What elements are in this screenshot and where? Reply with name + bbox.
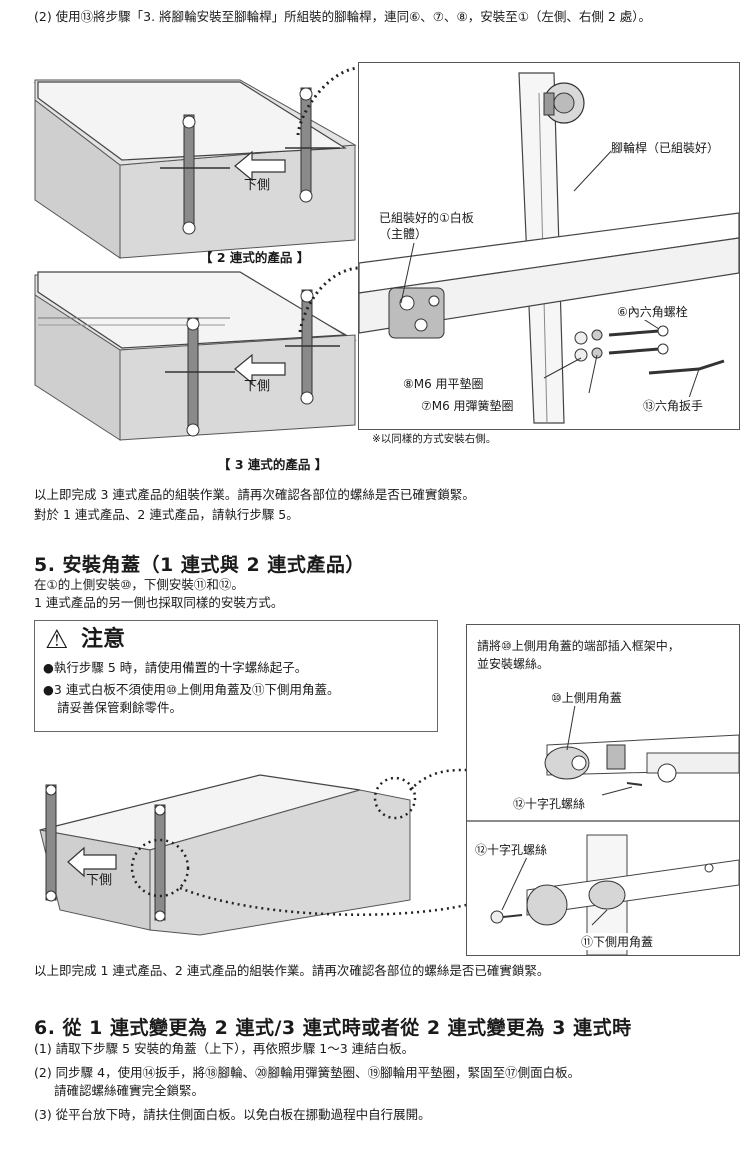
step4-done-line2: 對於 1 連式產品、2 連式產品，請執行步驟 5。: [34, 507, 299, 522]
caption-two-unit: 【 2 連式的產品 】: [200, 250, 310, 265]
caution-item-2-cont: 請妥善保管剩餘零件。: [57, 700, 183, 715]
step5-line2: 1 連式產品的另一側也採取同樣的安裝方式。: [34, 595, 284, 610]
step6-heading: 6. 從 1 連式變更為 2 連式/3 連式時或者從 2 連式變更為 3 連式時: [34, 1017, 632, 1039]
warning-icon: ⚠: [45, 625, 69, 655]
label-whiteboard-main: （主體）: [379, 225, 428, 242]
step5-heading: 5. 安裝角蓋（1 連式與 2 連式產品）: [34, 554, 365, 576]
side-label-step5: 下側: [86, 873, 113, 888]
label-phillips-screw-bottom: ⑫十字孔螺絲: [475, 841, 548, 858]
corner-cap-detail-drawing: [467, 704, 739, 955]
label-caster-bar: 腳輪桿（已組裝好）: [611, 139, 720, 156]
label-hex-bolt: ⑥內六角螺栓: [617, 303, 688, 320]
label-upper-corner-cap: ⑩上側用角蓋: [551, 689, 622, 706]
label-lower-corner-cap: ⑪下側用角蓋: [581, 933, 654, 950]
three-unit-illustration: [34, 266, 359, 441]
caution-item-1: ●執行步驟 5 時，請使用備置的十字螺絲起子。: [43, 660, 308, 675]
note-right-side: ※以同樣的方式安裝右側。: [372, 433, 497, 445]
label-whiteboard: 已組裝好的①白板: [379, 209, 474, 226]
step6-item1: (1) 請取下步驟 5 安裝的角蓋（上下），再依照步驟 1～3 連結白板。: [34, 1041, 415, 1056]
caster-detail-drawing: [359, 72, 739, 424]
step4-done-line1: 以上即完成 3 連式產品的組裝作業。請再次確認各部位的螺絲是否已確實鎖緊。: [34, 487, 475, 502]
step4-intro: (2) 使用⑬將步驟「3. 將腳輪安裝至腳輪桿」所組裝的腳輪桿，連同⑥、⑦、⑧，…: [34, 9, 652, 24]
label-spring-washer: ⑦M6 用彈簧墊圈: [421, 397, 514, 414]
caution-box: ⚠ 注意 ●執行步驟 5 時，請使用備置的十字螺絲起子。 ●3 連式白板不須使用…: [34, 620, 438, 732]
caution-title: 注意: [81, 627, 126, 652]
side-label-three-unit: 下側: [244, 379, 271, 394]
side-label-two-unit: 下側: [244, 178, 271, 193]
cap-instruction-1: 請將⑩上側用角蓋的端部插入框架中，: [477, 639, 680, 653]
label-flat-washer: ⑧M6 用平墊圈: [403, 375, 484, 392]
label-hex-wrench: ⑬六角扳手: [643, 397, 704, 414]
corner-cap-detail-box: 請將⑩上側用角蓋的端部插入框架中， 並安裝螺絲。 ⑩上側用角蓋 ⑫十字孔螺絲 ⑫…: [466, 624, 740, 956]
step5-done-line: 以上即完成 1 連式產品、2 連式產品的組裝作業。請再次確認各部位的螺絲是否已確…: [34, 963, 550, 978]
label-phillips-screw-top: ⑫十字孔螺絲: [513, 795, 586, 812]
step5-line1: 在①的上側安裝⑩，下側安裝⑪和⑫。: [34, 577, 244, 592]
step6-item2-cont: 請確認螺絲確實完全鎖緊。: [54, 1083, 205, 1098]
two-unit-illustration: [33, 66, 359, 259]
step6-item3: (3) 從平台放下時，請扶住側面白板。以免白板在挪動過程中自行展開。: [34, 1107, 431, 1122]
caster-detail-box: 腳輪桿（已組裝好） 已組裝好的①白板 （主體） ⑥內六角螺栓 ⑧M6 用平墊圈 …: [358, 62, 740, 430]
caption-three-unit: 【 3 連式的產品 】: [218, 457, 328, 472]
step6-item2: (2) 同步驟 4，使用⑭扳手，將⑱腳輪、⑳腳輪用彈簧墊圈、⑲腳輪用平墊圈，緊固…: [34, 1065, 581, 1080]
caution-item-2: ●3 連式白板不須使用⑩上側用角蓋及⑪下側用角蓋。: [43, 682, 340, 697]
cap-instruction-2: 並安裝螺絲。: [477, 657, 550, 671]
